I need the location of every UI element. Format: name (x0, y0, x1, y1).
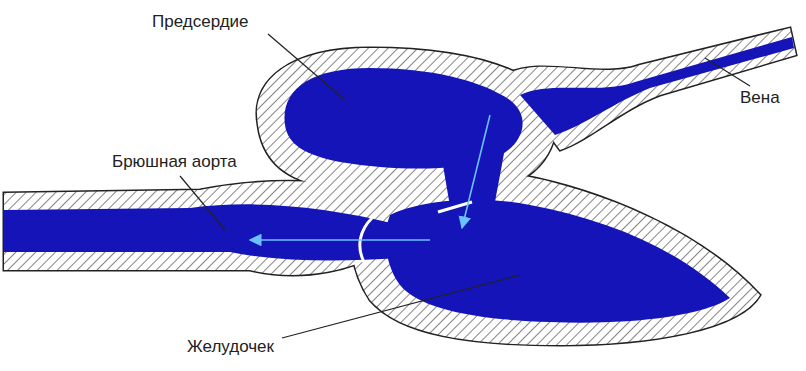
part-label: Вена (740, 88, 780, 108)
leader-lines (180, 34, 750, 338)
wall-hatch (4, 28, 796, 345)
flow-arrows (250, 115, 490, 240)
part-label: Предсердие (152, 12, 249, 32)
blood-cavity (4, 37, 794, 323)
part-label: Брюшная аорта (112, 152, 237, 172)
part-label: Желудочек (187, 337, 274, 357)
wall-outline (4, 28, 796, 345)
valve-flaps (360, 202, 472, 262)
